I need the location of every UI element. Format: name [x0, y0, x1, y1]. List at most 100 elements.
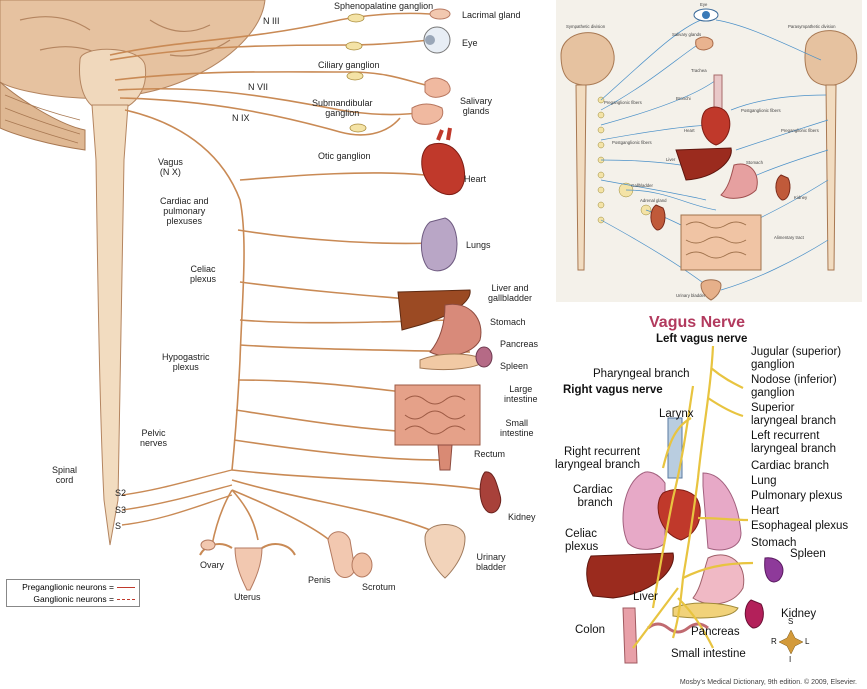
compass-l: L [805, 637, 810, 646]
label-n9: N IX [232, 113, 250, 123]
label-tr-stomach: Stomach [746, 160, 763, 165]
label-tr-kidney: Kidney [794, 195, 808, 200]
heart-art [701, 106, 731, 146]
label-s4: S [115, 521, 122, 531]
eye-iris [425, 35, 435, 45]
stomach-art [720, 163, 758, 199]
label-vagus-spleen: Spleen [790, 548, 826, 560]
salivary-organ-2 [411, 103, 444, 125]
kidney-organ [479, 471, 502, 514]
label-jugular: Jugular (superior) ganglion [751, 346, 842, 371]
lungs-organ [421, 217, 458, 272]
scrotum-organ [351, 552, 373, 578]
compass-s: S [788, 617, 794, 626]
vagus-nerve-panel: Vagus Nerve [553, 308, 863, 689]
label-vagus-liver: Liver [633, 591, 658, 603]
label-submandibular: Submandibular ganglion [312, 98, 373, 118]
label-pancreas: Pancreas [500, 339, 539, 349]
label-hypogastric-plexus: Hypogastric plexus [162, 352, 210, 372]
label-lacrimal: Lacrimal gland [462, 10, 521, 20]
vagus-title: Vagus Nerve [649, 314, 746, 331]
copyright-credit: Mosby's Medical Dictionary, 9th edition.… [679, 679, 857, 686]
label-cardiac-plexuses: Cardiac and pulmonary plexuses [160, 196, 209, 226]
legend: Preganglionic neurons = Ganglionic neuro… [6, 579, 140, 607]
vagus-heart-art [657, 489, 701, 541]
vagus-nerve-art [586, 345, 804, 664]
label-vagus: Vagus (N X) [158, 157, 183, 177]
label-otic: Otic ganglion [318, 151, 371, 161]
label-urinary-bladder: Urinary bladder [476, 552, 507, 572]
intestine-loops [404, 395, 466, 435]
intestine-organ [394, 384, 481, 446]
compass-r: R [771, 637, 777, 646]
compass-rose [778, 629, 804, 655]
left-lung-art [702, 472, 742, 551]
label-pelvic-nerves: Pelvic nerves [140, 428, 168, 448]
cranial-ganglia [345, 13, 367, 133]
label-s2: S2 [115, 488, 127, 498]
kidney-art-2 [650, 204, 666, 231]
label-liver: Liver and gallbladder [488, 283, 533, 303]
label-esophageal: Esophageal plexus [751, 520, 849, 532]
label-stomach: Stomach [490, 317, 526, 327]
label-tr-liver: Liver [666, 157, 676, 162]
label-lung: Lung [751, 475, 777, 487]
label-vagus-colon: Colon [575, 624, 606, 636]
label-tr-post2: Postganglionic fibers [741, 108, 781, 113]
label-right-recurrent: Right recurrent laryngeal branch [555, 446, 641, 471]
label-vagus-small-intestine: Small intestine [671, 648, 746, 660]
legend-pre-label: Preganglionic neurons = [22, 582, 114, 592]
left-brain [560, 32, 615, 86]
vagus-kidney-art [744, 599, 764, 629]
label-tr-pre: Preganglionic fibers [604, 100, 642, 105]
rectum-organ [437, 444, 453, 471]
autonomic-overview-art [560, 8, 858, 301]
label-spleen: Spleen [500, 361, 529, 371]
label-pulmonary-plexus: Pulmonary plexus [751, 490, 843, 502]
label-ciliary: Ciliary ganglion [318, 60, 380, 70]
label-nodose: Nodose (inferior) ganglion [751, 374, 837, 399]
label-larynx: Larynx [659, 408, 694, 420]
right-brain [804, 30, 858, 86]
vagus-stomach-art [692, 554, 745, 605]
left-cord [575, 84, 587, 271]
ovary-organ [200, 539, 216, 551]
label-tr-bladder: Urinary bladder [676, 293, 706, 298]
lacrimal-organ [429, 8, 451, 20]
label-eye: Eye [462, 38, 478, 48]
legend-gan-line [117, 598, 135, 600]
vagus-spleen-art [764, 557, 784, 583]
label-tr-alimentary: Alimentary tract [774, 235, 804, 240]
label-uterus: Uterus [234, 592, 261, 602]
label-n3: N III [263, 16, 280, 26]
legend-preganglionic: Preganglionic neurons = [11, 581, 135, 593]
label-sphenopalatine: Sphenopalatine ganglion [334, 1, 434, 11]
penis-organ [327, 531, 356, 578]
legend-pre-line [117, 586, 135, 588]
spinal-cord-shape [91, 104, 129, 546]
label-tr-trachea: Trachea [691, 68, 707, 73]
spleen-organ [475, 346, 493, 368]
label-cardiac-branch-l: Cardiac branch [573, 484, 613, 509]
label-n7: N VII [248, 82, 269, 92]
kidney-art [775, 174, 791, 201]
label-lungs: Lungs [466, 240, 491, 250]
label-kidney: Kidney [508, 512, 536, 522]
stomach-organ [429, 303, 482, 357]
label-vagus-celiac: Celiac plexus [565, 528, 599, 553]
label-cardiac-branch-r: Cardiac branch [751, 460, 829, 472]
brain-gyri [19, 16, 231, 61]
bladder-art [700, 279, 722, 301]
label-s3: S3 [115, 505, 127, 515]
label-tr-adrenal: Adrenal gland [640, 198, 667, 203]
label-spinal-cord: Spinal cord [52, 465, 78, 485]
label-celiac-plexus: Celiac plexus [190, 264, 217, 284]
label-large-intestine: Large intestine [504, 384, 538, 404]
label-tr-salivary: Salivary glands [672, 32, 702, 37]
label-vagus-stomach: Stomach [751, 537, 797, 549]
eye-organ [423, 26, 451, 54]
label-parasympathetic: Parasympathetic division [788, 24, 836, 29]
liver-art [675, 147, 732, 181]
right-lung-art [622, 471, 666, 550]
vagus-pancreas-art [672, 602, 739, 619]
